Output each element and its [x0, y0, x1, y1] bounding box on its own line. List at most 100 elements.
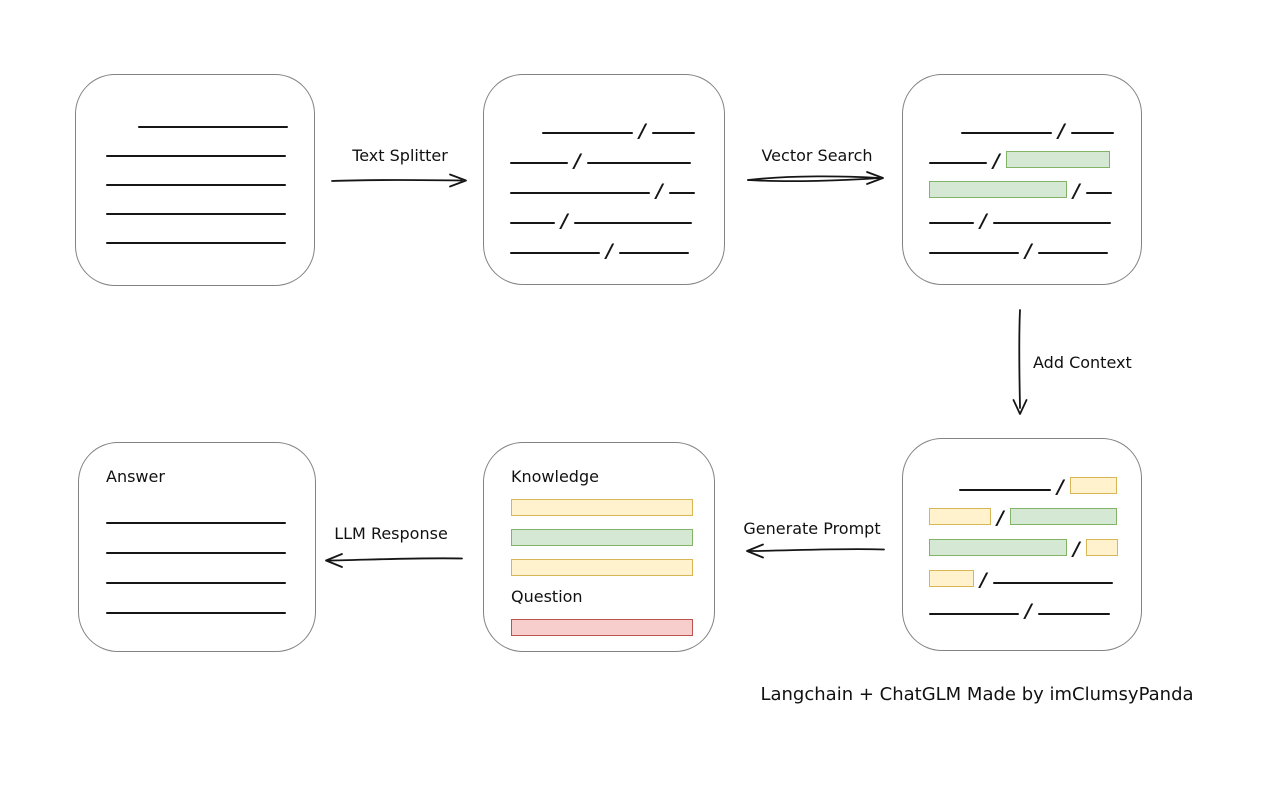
slash-separator: /	[561, 209, 568, 232]
credit-caption: Langchain + ChatGLM Made by imClumsyPand…	[760, 684, 1194, 705]
yellow-chunk	[1069, 477, 1117, 494]
text-line	[542, 132, 633, 134]
text-line	[106, 582, 286, 584]
segment-row: Answer	[106, 461, 315, 491]
slash-separator: /	[997, 507, 1004, 529]
yellow-chunk	[511, 498, 693, 516]
segment-row: /	[929, 203, 1141, 233]
segment-row: /	[510, 173, 724, 203]
llm-response-label: LLM Response	[334, 524, 448, 543]
segment-row: /	[929, 562, 1141, 593]
segment-row	[106, 136, 314, 165]
text-line	[929, 252, 1019, 254]
text-line	[106, 241, 286, 244]
segment-row	[106, 563, 315, 593]
text-line	[106, 612, 286, 614]
segment-row	[106, 503, 315, 533]
slash-separator: /	[606, 239, 613, 262]
slash-separator: /	[1025, 239, 1032, 262]
knowledge-label: Knowledge	[511, 466, 599, 486]
slash-separator: /	[1073, 538, 1080, 560]
source-document-box	[75, 74, 315, 286]
text-line	[106, 552, 286, 554]
segment-row: /	[510, 143, 724, 173]
segment-row	[106, 533, 315, 563]
green-chunk	[929, 180, 1067, 198]
text-line	[929, 612, 1019, 615]
red-chunk	[511, 618, 693, 636]
vector-search-arrow-icon	[747, 171, 884, 185]
text-line	[510, 162, 568, 164]
segment-row: /	[510, 113, 724, 143]
yellow-chunk	[1085, 539, 1118, 556]
slash-separator: /	[980, 569, 987, 591]
segment-row: /	[929, 173, 1141, 203]
segment-row: /	[510, 233, 724, 263]
segment-row: Knowledge	[511, 461, 714, 491]
question-label: Question	[511, 586, 583, 606]
text-line	[106, 522, 286, 524]
generate-prompt-label: Generate Prompt	[743, 519, 881, 538]
answer-label: Answer	[106, 466, 165, 486]
text-line	[618, 252, 689, 254]
text-line	[510, 192, 650, 194]
text-line	[1070, 132, 1114, 134]
slash-separator: /	[639, 119, 646, 142]
green-chunk	[511, 528, 693, 546]
yellow-chunk	[929, 570, 974, 587]
segment-row	[106, 107, 314, 136]
vector-search-label: Vector Search	[761, 146, 873, 165]
text-line	[573, 222, 692, 224]
text-line	[1037, 612, 1110, 615]
segment-row: /	[929, 469, 1141, 500]
text-line	[651, 132, 695, 134]
text-line	[106, 183, 286, 186]
segment-row	[511, 551, 714, 581]
segment-row: Question	[511, 581, 714, 611]
segment-row	[106, 165, 314, 194]
slash-separator: /	[993, 149, 1000, 172]
split-chunks-box: /////	[483, 74, 725, 285]
segment-row: /	[929, 233, 1141, 263]
generate-prompt-arrow-icon	[746, 543, 885, 559]
text-line	[138, 125, 288, 128]
matched-chunks-box: / / / / /	[902, 74, 1142, 285]
segment-row	[106, 223, 314, 252]
slash-separator: /	[1025, 600, 1032, 622]
yellow-chunk	[929, 508, 991, 525]
add-context-arrow-icon	[1012, 309, 1028, 415]
slash-separator: /	[1057, 476, 1064, 498]
text-line	[510, 252, 600, 254]
segment-row: /	[929, 143, 1141, 173]
yellow-chunk	[511, 558, 693, 576]
slash-separator: /	[1058, 119, 1065, 142]
text-line	[1037, 252, 1108, 254]
text-line	[992, 222, 1111, 224]
context-chunks-box: / / / / /	[902, 438, 1142, 651]
slash-separator: /	[656, 179, 663, 202]
text-splitter-label: Text Splitter	[352, 146, 448, 165]
llm-response-arrow-icon	[325, 553, 463, 568]
segment-row	[511, 521, 714, 551]
slash-separator: /	[980, 209, 987, 232]
add-context-label: Add Context	[1033, 353, 1132, 372]
text-line	[668, 192, 695, 194]
text-line	[929, 222, 974, 224]
green-chunk	[929, 539, 1067, 556]
answer-box: Answer	[78, 442, 316, 652]
segment-row: /	[929, 500, 1141, 531]
segment-row	[511, 611, 714, 641]
text-line	[586, 162, 691, 164]
text-line	[959, 488, 1051, 491]
text-line	[1085, 192, 1112, 194]
segment-row	[106, 194, 314, 223]
text-line	[992, 581, 1113, 584]
segment-row	[511, 491, 714, 521]
text-line	[510, 222, 555, 224]
text-splitter-arrow-icon	[331, 173, 467, 188]
segment-row: /	[929, 593, 1141, 624]
segment-row: /	[510, 203, 724, 233]
slash-separator: /	[1073, 179, 1080, 202]
